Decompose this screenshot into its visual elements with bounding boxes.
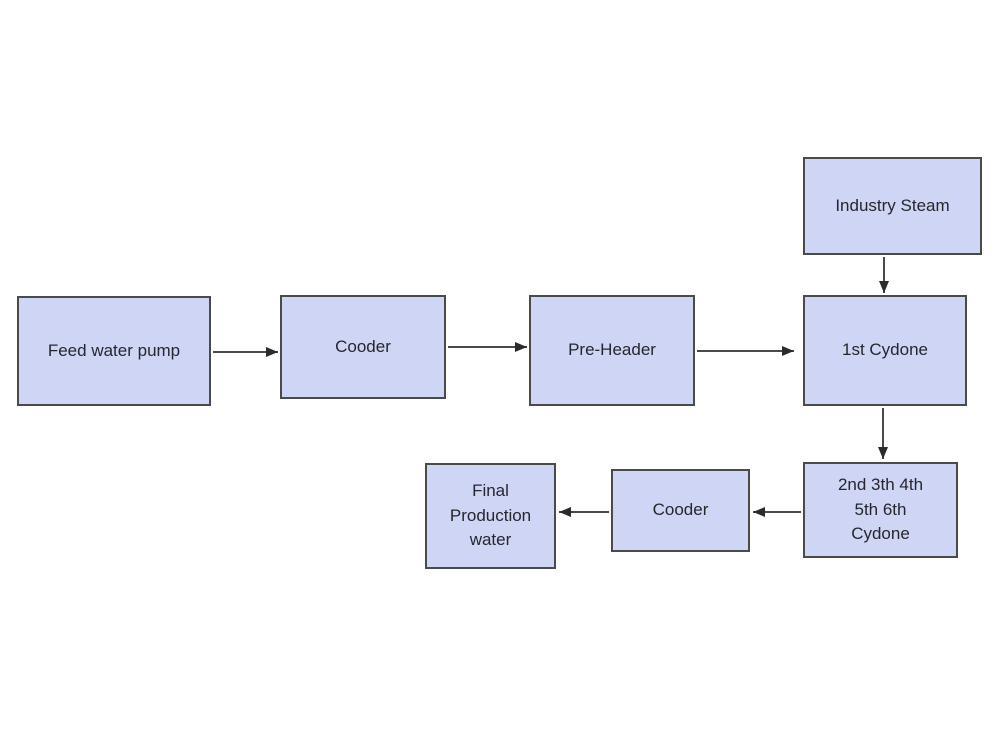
node-cyclone-2-6-label: 2nd 3th 4th 5th 6th Cydone xyxy=(837,475,924,544)
node-cooler-top-label: Cooder xyxy=(335,336,391,356)
node-feed-water-pump-label: Feed water pump xyxy=(47,340,181,360)
node-cyclone-1-label: 1st Cydone xyxy=(842,340,928,360)
node-pre-header-label: Pre-Header xyxy=(568,340,656,360)
node-cooler-top: Cooder xyxy=(280,295,446,399)
node-cyclone-2-6: 2nd 3th 4th 5th 6th Cydone xyxy=(803,462,958,558)
node-industry-steam: Industry Steam xyxy=(803,157,982,255)
node-cooler-bottom: Cooder xyxy=(611,469,750,552)
node-cooler-bottom-label: Cooder xyxy=(652,500,709,520)
node-final-production-water: Final Production water xyxy=(425,463,556,569)
node-pre-header: Pre-Header xyxy=(529,295,695,406)
node-feed-water-pump: Feed water pump xyxy=(17,296,211,406)
node-final-production-water-label: Final Production water xyxy=(449,481,532,550)
node-cyclone-1: 1st Cydone xyxy=(803,295,967,406)
node-industry-steam-label: Industry Steam xyxy=(835,195,950,215)
